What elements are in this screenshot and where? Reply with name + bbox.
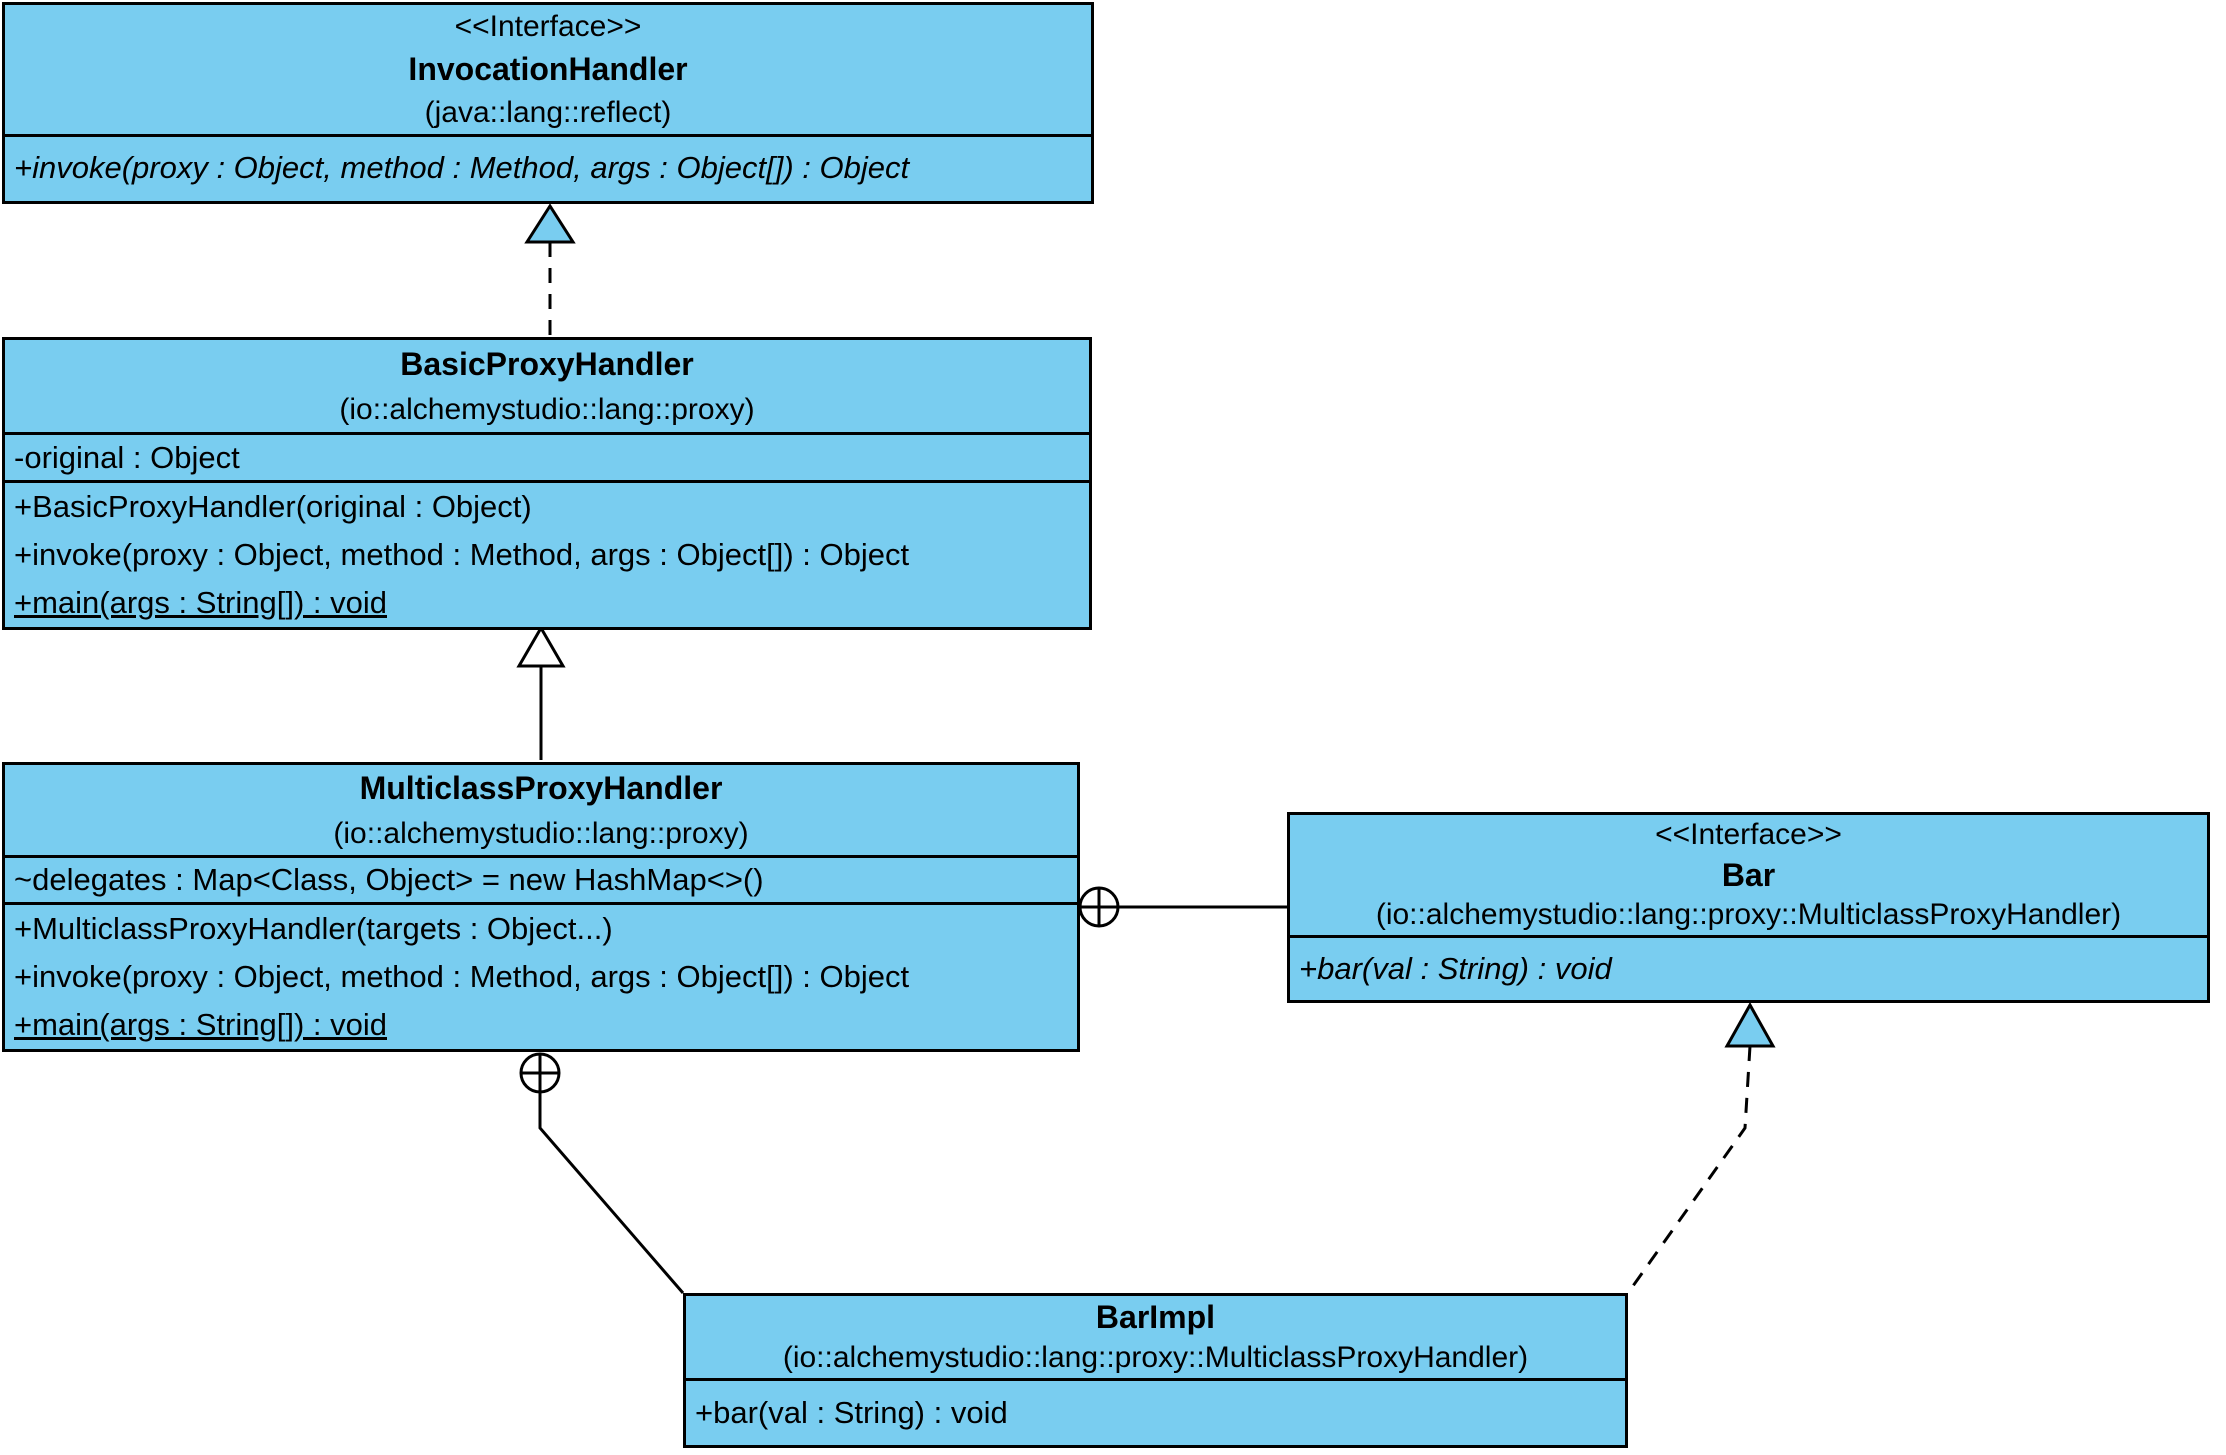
realization-arrow-basicproxyhandler-to-invocationhandler: [524, 203, 576, 335]
class-header: <<Interface>> InvocationHandler (java::l…: [5, 5, 1091, 137]
attribute-original: -original : Object: [14, 440, 240, 475]
method-bar: +bar(val : String) : void: [695, 1395, 1008, 1430]
package-name: (java::lang::reflect): [424, 96, 672, 129]
open-triangle-icon: [516, 625, 566, 668]
class-box-multiclassproxyhandler: MulticlassProxyHandler (io::alchemystudi…: [2, 762, 1080, 1052]
class-header: BasicProxyHandler (io::alchemystudio::la…: [5, 340, 1089, 435]
operations-section: +BasicProxyHandler(original : Object) +i…: [5, 483, 1089, 627]
operations-section: +bar(val : String) : void: [686, 1381, 1625, 1445]
class-box-bar: <<Interface>> Bar (io::alchemystudio::la…: [1287, 812, 2210, 1003]
class-name: Bar: [1721, 857, 1776, 893]
method-main: +main(args : String[]) : void: [14, 1007, 387, 1042]
method-invoke: +invoke(proxy : Object, method : Method,…: [14, 959, 910, 994]
package-name: (io::alchemystudio::lang::proxy::Multicl…: [1375, 898, 2122, 931]
containment-anchor-multiclassproxyhandler-to-barimpl: [519, 1052, 685, 1294]
package-name: (io::alchemystudio::lang::proxy): [339, 393, 755, 426]
class-box-barimpl: BarImpl (io::alchemystudio::lang::proxy:…: [683, 1293, 1628, 1448]
class-header: BarImpl (io::alchemystudio::lang::proxy:…: [686, 1296, 1625, 1381]
class-name: BarImpl: [1095, 1299, 1216, 1335]
class-name: MulticlassProxyHandler: [359, 770, 723, 806]
method-bar: +bar(val : String) : void: [1299, 951, 1612, 986]
class-box-invocationhandler: <<Interface>> InvocationHandler (java::l…: [2, 2, 1094, 204]
attributes-section: ~delegates : Map<Class, Object> = new Ha…: [5, 858, 1077, 905]
method-constructor: +MulticlassProxyHandler(targets : Object…: [14, 911, 613, 946]
package-name: (io::alchemystudio::lang::proxy::Multicl…: [782, 1341, 1529, 1374]
method-main: +main(args : String[]) : void: [14, 585, 387, 620]
method-constructor: +BasicProxyHandler(original : Object): [14, 489, 532, 524]
attribute-delegates: ~delegates : Map<Class, Object> = new Ha…: [14, 862, 764, 897]
class-box-basicproxyhandler: BasicProxyHandler (io::alchemystudio::la…: [2, 337, 1092, 630]
class-name: BasicProxyHandler: [400, 346, 694, 382]
stereotype-label: <<Interface>>: [454, 10, 642, 43]
class-name: InvocationHandler: [408, 51, 688, 87]
operations-section: +bar(val : String) : void: [1290, 938, 2207, 1000]
package-name: (io::alchemystudio::lang::proxy): [333, 817, 749, 850]
class-header: MulticlassProxyHandler (io::alchemystudi…: [5, 765, 1077, 858]
class-header: <<Interface>> Bar (io::alchemystudio::la…: [1290, 815, 2207, 938]
hollow-triangle-icon: [524, 203, 576, 244]
generalization-arrow-multiclassproxyhandler-to-basicproxyhandler: [516, 625, 566, 760]
attributes-section: -original : Object: [5, 435, 1089, 483]
hollow-triangle-icon: [1724, 1001, 1776, 1048]
containment-anchor-multiclassproxyhandler-to-bar: [1078, 886, 1287, 928]
stereotype-label: <<Interface>>: [1655, 818, 1842, 851]
realization-arrow-barimpl-to-bar: [1626, 1001, 1776, 1294]
method-invoke: +invoke(proxy : Object, method : Method,…: [14, 150, 910, 185]
operations-section: +MulticlassProxyHandler(targets : Object…: [5, 905, 1077, 1049]
method-invoke: +invoke(proxy : Object, method : Method,…: [14, 537, 910, 572]
operations-section: +invoke(proxy : Object, method : Method,…: [5, 137, 1091, 198]
